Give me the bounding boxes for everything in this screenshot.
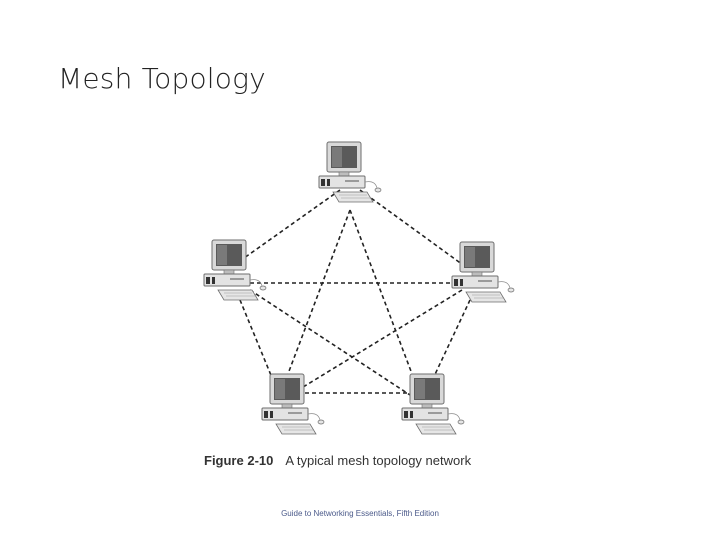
figure-caption-text: A typical mesh topology network xyxy=(285,453,472,468)
workstation-icon xyxy=(318,141,382,203)
workstation-icon xyxy=(401,373,465,435)
figure-caption: Figure 2-10 A typical mesh topology netwo… xyxy=(204,453,471,468)
link-right-bottom-right xyxy=(429,299,471,386)
link-right-bottom-left xyxy=(289,289,463,396)
footer-text: Guide to Networking Essentials, Fifth Ed… xyxy=(281,509,439,518)
node-left xyxy=(203,239,267,301)
slide-title: Mesh Topology xyxy=(58,62,266,95)
workstation-icon xyxy=(203,239,267,301)
link-left-bottom-right xyxy=(249,289,411,396)
link-top-bottom-right xyxy=(349,209,421,396)
workstation-icon xyxy=(261,373,325,435)
link-top-right xyxy=(359,189,471,271)
workstation-icon xyxy=(451,241,515,303)
node-bottom-left xyxy=(261,373,325,435)
node-bottom-right xyxy=(401,373,465,435)
link-top-left xyxy=(229,189,341,269)
node-top xyxy=(318,141,382,203)
link-top-bottom-left xyxy=(279,209,351,396)
node-right xyxy=(451,241,515,303)
figure-number: Figure 2-10 xyxy=(204,453,274,468)
links xyxy=(229,189,471,396)
link-left-bottom-left xyxy=(239,299,276,386)
